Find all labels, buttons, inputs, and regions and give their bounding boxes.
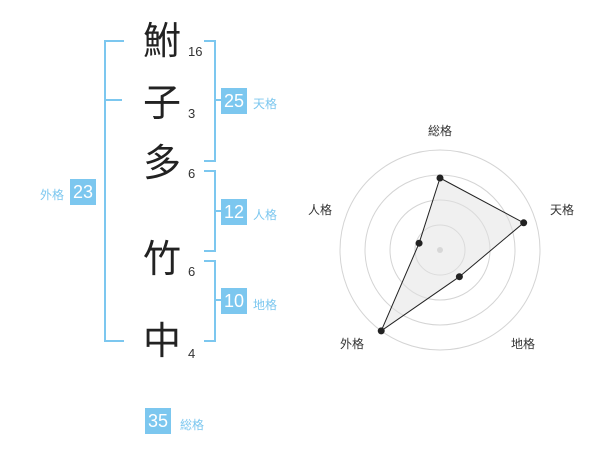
radar-axis-label-gaikaku: 外格 xyxy=(340,337,365,351)
radar-point-1 xyxy=(436,174,444,182)
gaikaku-bracket-middle-tick xyxy=(104,99,122,101)
tenkaku-bracket xyxy=(204,40,216,162)
radar-ring-4 xyxy=(339,149,541,351)
gaikaku-score-badge: 23 xyxy=(70,179,97,205)
stroke-count-5: 4 xyxy=(188,346,196,361)
stroke-count-1: 16 xyxy=(188,44,203,59)
tenkaku-score-badge: 25 xyxy=(221,88,248,114)
radar-point-4 xyxy=(377,327,385,335)
gaikaku-bracket xyxy=(104,40,124,342)
jinkaku-score-badge: 12 xyxy=(221,199,248,225)
name-char-1: 鮒 xyxy=(142,19,181,63)
radar-axis-label-tenkaku: 天格 xyxy=(550,203,575,217)
name-char-4: 竹 xyxy=(142,237,181,281)
radar-value-polygon xyxy=(380,177,525,333)
radar-point-3 xyxy=(455,273,463,281)
jinkaku-label: 人格 xyxy=(253,208,278,222)
tenkaku-label: 天格 xyxy=(253,97,278,111)
tenkaku-bracket-tick xyxy=(214,99,222,101)
soukaku-label: 総格 xyxy=(180,418,205,432)
chikaku-bracket-tick xyxy=(214,299,222,301)
stroke-count-3: 6 xyxy=(188,166,196,181)
chikaku-bracket xyxy=(204,260,216,342)
radar-point-2 xyxy=(520,219,528,227)
radar-axis-label-chikaku: 地格 xyxy=(511,337,536,351)
name-char-3: 多 xyxy=(142,141,181,185)
name-char-2: 子 xyxy=(142,81,181,125)
radar-point-5 xyxy=(415,239,423,247)
soukaku-score-badge: 35 xyxy=(145,408,172,434)
radar-axis-label-jinkaku: 人格 xyxy=(308,203,333,217)
stroke-count-4: 6 xyxy=(188,264,196,279)
chikaku-score-badge: 10 xyxy=(221,288,248,314)
name-char-5: 中 xyxy=(142,319,181,363)
stroke-count-2: 3 xyxy=(188,106,196,121)
chikaku-label: 地格 xyxy=(253,298,278,312)
radar-axis-label-soukaku: 総格 xyxy=(428,124,453,138)
gaikaku-label: 外格 xyxy=(40,188,65,202)
jinkaku-bracket-tick xyxy=(214,210,222,212)
